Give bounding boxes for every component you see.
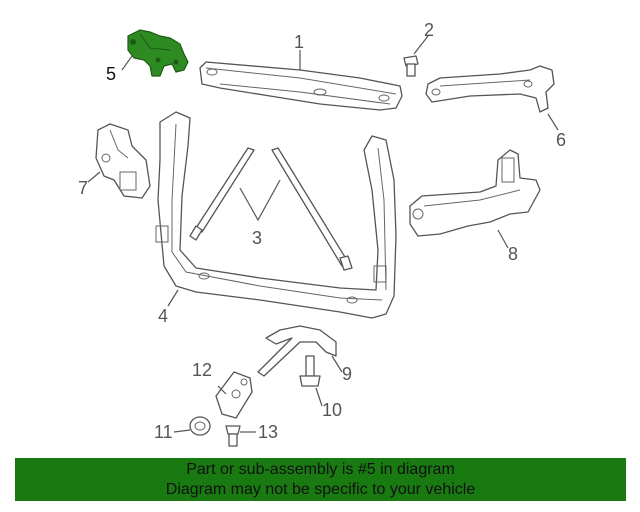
- part-10-bolt[interactable]: [299, 355, 321, 387]
- leader-lines: [87, 35, 559, 433]
- callout-13: 13: [258, 422, 278, 442]
- part-3-struts[interactable]: [189, 147, 353, 271]
- callout-7: 7: [78, 178, 88, 198]
- callout-1: 1: [294, 32, 304, 52]
- banner-line-2: Diagram may not be specific to your vehi…: [165, 481, 476, 498]
- part-6-bracket[interactable]: [425, 65, 555, 113]
- part-7-bracket[interactable]: [95, 123, 151, 199]
- parts-diagram: 5 1 2 6 7 3 4 8 9 10 12 11 13: [78, 20, 566, 447]
- banner-line-1: Part or sub-assembly is #5 in diagram: [186, 461, 455, 478]
- part-12-clip[interactable]: [215, 371, 253, 419]
- callout-5: 5: [106, 64, 116, 84]
- callout-6: 6: [556, 130, 566, 150]
- callout-4: 4: [158, 306, 168, 326]
- part-2-bolt[interactable]: [403, 55, 419, 77]
- info-banner: Part or sub-assembly is #5 in diagram Di…: [15, 458, 626, 501]
- callout-9: 9: [342, 364, 352, 384]
- callout-12: 12: [192, 360, 212, 380]
- callout-8: 8: [508, 244, 518, 264]
- part-1-upper-crossmember[interactable]: [199, 61, 403, 111]
- part-9-rod[interactable]: [257, 325, 337, 377]
- callout-2: 2: [424, 20, 434, 40]
- callout-labels: 5 1 2 6 7 3 4 8 9 10 12 11 13: [78, 20, 566, 442]
- part-11-grommet[interactable]: [189, 416, 211, 436]
- callout-3: 3: [252, 228, 262, 248]
- callout-10: 10: [322, 400, 342, 420]
- part-4-radiator-support[interactable]: [155, 111, 397, 319]
- callout-11: 11: [154, 422, 173, 442]
- part-13-bolt[interactable]: [225, 425, 241, 447]
- part-8-mount-bracket[interactable]: [409, 149, 541, 237]
- part-5-bracket-highlighted[interactable]: [127, 29, 189, 77]
